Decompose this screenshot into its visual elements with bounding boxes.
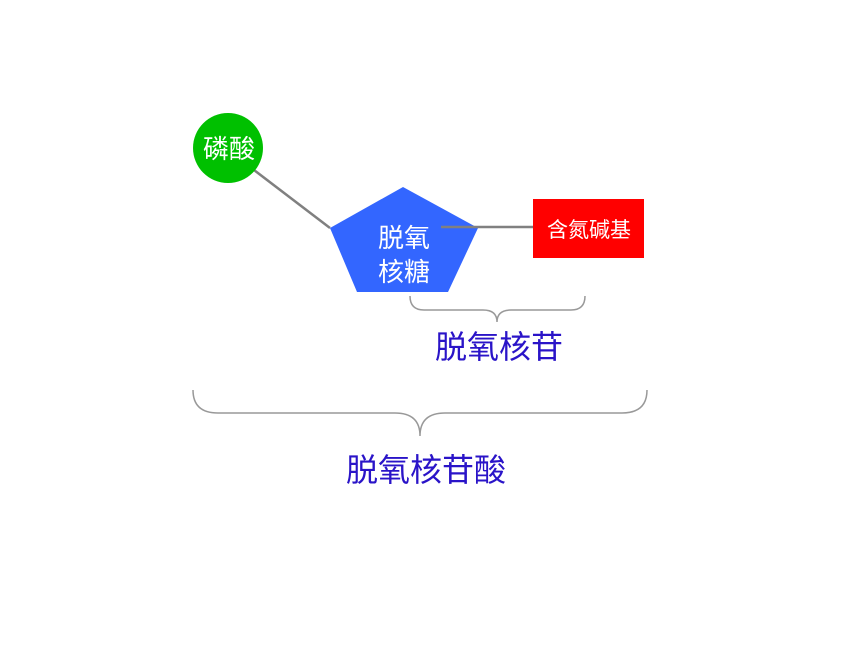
phosphate-circle [193, 113, 263, 183]
nucleotide-brace [192, 389, 648, 437]
nucleotide-label: 脱氧核苷酸 [346, 451, 506, 489]
nitrogenous-base-label: 含氮碱基 [547, 218, 631, 242]
phosphate-label: 磷酸 [203, 135, 255, 165]
deoxyribose-label-line1: 脱氧 [378, 224, 430, 254]
nucleoside-label: 脱氧核苷 [435, 328, 563, 366]
deoxyribose-pentagon [330, 187, 478, 292]
phosphate-sugar-bond [253, 169, 331, 229]
nucleoside-brace [409, 295, 586, 323]
nitrogenous-base-box [533, 199, 644, 258]
deoxyribose-label-line2: 核糖 [378, 258, 430, 288]
